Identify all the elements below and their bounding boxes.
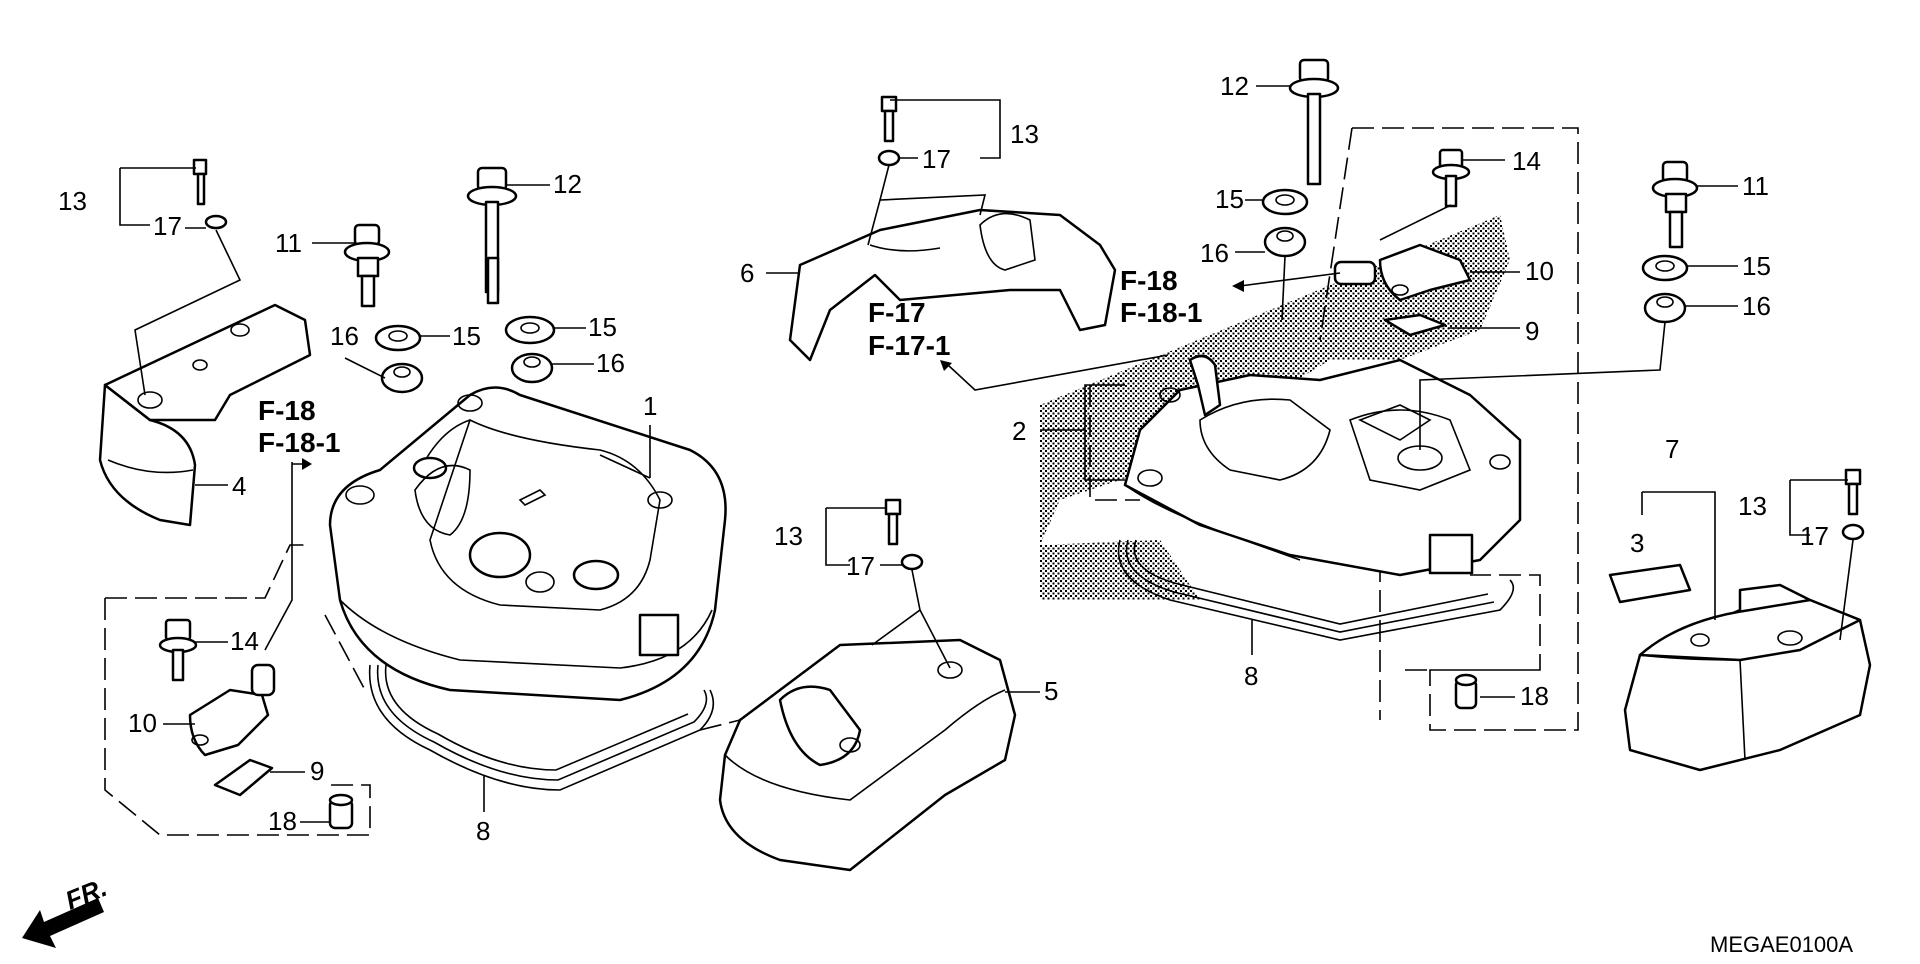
bolt-14-left (158, 618, 198, 682)
gasket-9-right (1383, 313, 1447, 337)
callout-7: 7 (1665, 434, 1679, 464)
bolt-14-right (1431, 148, 1471, 208)
grommet-16-farright (1643, 292, 1687, 324)
callout-3: 3 (1630, 528, 1644, 558)
bolt-13-mid2 (884, 498, 924, 571)
gasket-8-right (1117, 539, 1515, 641)
callout-15-right: 15 (1215, 184, 1244, 214)
callout-13-farright: 13 (1738, 491, 1767, 521)
callout-6: 6 (740, 258, 754, 288)
callout-9-left: 9 (310, 756, 324, 786)
bolt-11-left (343, 223, 391, 308)
callout-13-mid2: 13 (774, 521, 803, 551)
callout-13-left: 13 (58, 186, 87, 216)
grommet-16-right (1263, 226, 1307, 258)
callout-8-left: 8 (476, 816, 490, 846)
grommet-15-farright (1641, 254, 1689, 282)
cap-18-right (1454, 673, 1478, 710)
bolt-13-mid (877, 95, 901, 167)
callout-10-left: 10 (128, 708, 157, 738)
bolt-11-right (1651, 160, 1699, 249)
cylinder-head-cover-1 (328, 386, 727, 702)
callout-17-farright: 17 (1800, 521, 1829, 551)
callout-8-right: 8 (1244, 661, 1258, 691)
callout-15b: 15 (588, 312, 617, 342)
side-cover-7 (1623, 583, 1872, 772)
side-cover-4 (98, 303, 312, 527)
side-cover-6 (788, 208, 1117, 362)
callout-16a: 16 (330, 321, 359, 351)
callout-13-mid: 13 (1010, 119, 1039, 149)
callout-2: 2 (1012, 416, 1026, 446)
callout-5: 5 (1044, 676, 1058, 706)
callout-14-right: 14 (1512, 146, 1541, 176)
hatch-area (1040, 215, 1510, 600)
grommet-16a (380, 362, 424, 394)
ref-left-a: F-18 (258, 395, 316, 426)
callout-18-right: 18 (1520, 681, 1549, 711)
callout-10-right: 10 (1525, 256, 1554, 286)
gasket-8-left (368, 664, 715, 791)
front-direction-arrow (22, 898, 104, 948)
ref-right-a: F-18 (1120, 265, 1178, 296)
callout-15a: 15 (452, 321, 481, 351)
callout-16b: 16 (596, 348, 625, 378)
ref-left-b: F-18-1 (258, 427, 340, 458)
bolt-12-right (1288, 58, 1340, 186)
pcv-joint-10-right (1333, 243, 1472, 302)
callout-17-left: 17 (153, 211, 182, 241)
callout-11-left: 11 (275, 228, 302, 258)
callout-1: 1 (643, 391, 657, 421)
diagram-code: MEGAE0100A (1710, 932, 1853, 957)
callout-16-farright: 16 (1742, 291, 1771, 321)
callout-12-right: 12 (1220, 71, 1249, 101)
ref-mid-b: F-17-1 (868, 330, 950, 361)
callout-9-right: 9 (1525, 316, 1539, 346)
bolt-12-left (466, 166, 518, 305)
ref-mid-a: F-17 (868, 297, 926, 328)
callout-11-right: 11 (1742, 171, 1769, 201)
callout-12-left: 12 (553, 169, 582, 199)
grommet-15a (374, 324, 422, 352)
gasket-9-left (213, 758, 274, 797)
callout-17-mid: 17 (922, 144, 951, 174)
callout-18-left: 18 (268, 806, 297, 836)
callout-14-left: 14 (230, 626, 259, 656)
callout-17-mid2: 17 (846, 551, 875, 581)
cylinder-head-cover-2 (1123, 354, 1522, 577)
callout-4: 4 (232, 471, 246, 501)
seal-3 (1608, 563, 1692, 604)
bolt-13-farright (1841, 468, 1865, 541)
front-direction-label: FR. (61, 872, 111, 916)
grommet-15-right (1261, 188, 1309, 216)
cap-18-left (328, 793, 354, 830)
bolt-13-left (192, 158, 228, 230)
grommet-16b (510, 352, 554, 384)
pcv-joint-10-left (188, 663, 276, 757)
side-cover-5 (718, 638, 1017, 872)
callout-16-right: 16 (1200, 238, 1229, 268)
grommet-15b (504, 315, 556, 345)
ref-right-b: F-18-1 (1120, 297, 1202, 328)
callout-15-farright: 15 (1742, 251, 1771, 281)
